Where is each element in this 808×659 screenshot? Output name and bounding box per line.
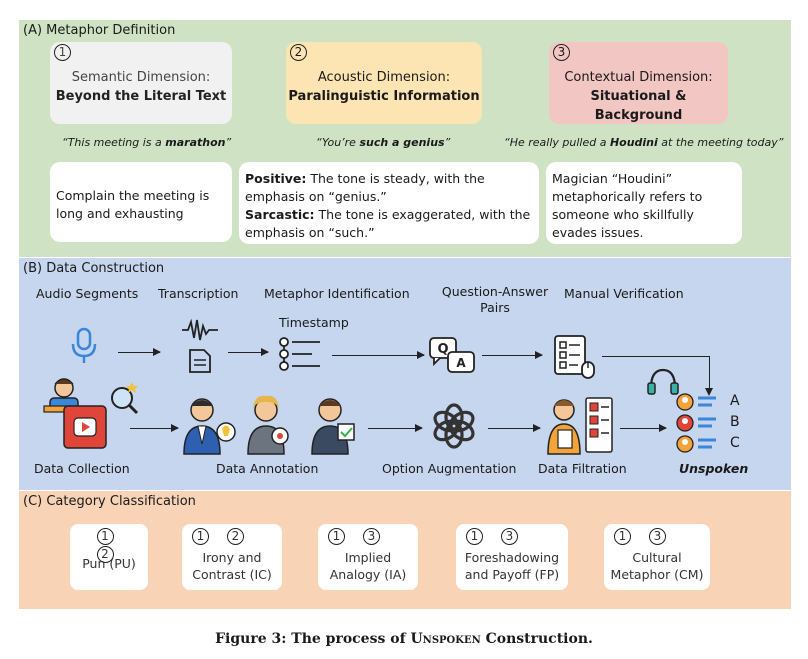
category-label-line2: Contrast (IC) [192, 567, 272, 582]
figure-caption: Figure 3: The process of Unspoken Constr… [215, 631, 593, 647]
label-data-collection: Data Collection [34, 461, 130, 476]
stage-transcription: Transcription [158, 286, 239, 301]
arrow [118, 348, 161, 356]
section-b-title: (B) Data Construction [23, 261, 165, 276]
label-data-annotation: Data Annotation [216, 461, 319, 476]
arrow [332, 351, 425, 359]
label-data-filtration: Data Filtration [538, 461, 627, 476]
option-c: C [730, 435, 740, 451]
circled-number: 1 [54, 44, 71, 61]
quote-contextual: “He really pulled a Houdini at the meeti… [504, 136, 784, 149]
circled-number: 3 [363, 528, 380, 545]
category-label-line2: and Payoff (FP) [464, 567, 560, 582]
circled-number: 1 [614, 528, 631, 545]
option-b: B [730, 414, 740, 430]
dimension-desc: Situational & Background [590, 89, 687, 123]
arrow [482, 351, 543, 359]
timestamp-label: Timestamp [279, 315, 349, 330]
section-a-title: (A) Metaphor Definition [23, 23, 176, 38]
stage-manual-verification: Manual Verification [564, 286, 684, 301]
circled-number: 2 [290, 44, 307, 61]
svg-text:Q: Q [437, 342, 448, 357]
dimension-name: Acoustic Dimension: [317, 70, 451, 85]
qa-bubbles-icon: Q A [429, 337, 475, 373]
circled-number: 3 [501, 528, 518, 545]
arrow [620, 424, 667, 432]
category-label-line1: Irony and [202, 550, 262, 565]
microphone-icon [71, 327, 97, 363]
arrow-head-down [705, 388, 713, 396]
contextual-dimension-box: 3 Contextual Dimension: Situational & Ba… [549, 42, 728, 124]
data-filtration-icon [547, 397, 613, 455]
stage-audio-segments: Audio Segments [36, 286, 139, 301]
label-unspoken: Unspoken [679, 461, 749, 476]
category-foreshadowing-payoff: 1 3 Foreshadowing and Payoff (FP) [456, 524, 568, 590]
circled-number: 2 [96, 546, 114, 563]
category-label-line2: Analogy (IA) [329, 567, 407, 582]
arrow [488, 424, 541, 432]
dimension-name: Semantic Dimension: [71, 70, 211, 85]
circled-number: 3 [649, 528, 666, 545]
section-data-construction: (B) Data Construction [19, 258, 791, 490]
section-c-title: (C) Category Classification [23, 494, 196, 509]
label-option-augmentation: Option Augmentation [382, 461, 517, 476]
option-a: A [730, 393, 740, 409]
checklist-icon [554, 335, 595, 379]
waveform-document-icon [182, 318, 218, 373]
data-annotation-icon [183, 395, 355, 455]
category-label: Pun (PU) [82, 556, 136, 571]
acoustic-explanation-card: Positive: The tone is steady, with the e… [239, 162, 539, 244]
ai-model-icon [433, 403, 475, 449]
dimension-desc: Beyond the Literal Text [55, 89, 227, 104]
semantic-dimension-box: 1 Semantic Dimension: Beyond the Literal… [50, 42, 232, 124]
category-label-line1: Foreshadowing [464, 550, 560, 565]
acoustic-dimension-box: 2 Acoustic Dimension: Paralinguistic Inf… [286, 42, 482, 124]
connector-line [709, 356, 710, 390]
stage-qa-pairs: Question-Answer Pairs [441, 284, 549, 315]
svg-text:A: A [456, 356, 466, 370]
circled-number: 1 [328, 528, 345, 545]
headphones-icon [647, 368, 679, 395]
timeline-icon [279, 337, 320, 371]
category-label-line1: Cultural [632, 550, 682, 565]
category-pun: 12 Pun (PU) [70, 524, 148, 590]
arrow [228, 348, 269, 356]
category-label-line1: Implied [344, 550, 392, 565]
arrow [130, 424, 179, 432]
circled-number: 2 [227, 528, 244, 545]
data-collection-icon [43, 378, 139, 449]
quote-acoustic: “You’re such a genius” [316, 136, 451, 149]
stage-metaphor-identification: Metaphor Identification [264, 286, 410, 301]
circled-number: 3 [553, 44, 570, 61]
semantic-explanation-card: Complain the meeting is long and exhaust… [50, 162, 232, 242]
category-label-line2: Metaphor (CM) [610, 567, 704, 582]
option-icons [676, 393, 716, 453]
dimension-desc: Paralinguistic Information [288, 89, 480, 104]
dimension-name: Contextual Dimension: [564, 70, 713, 85]
options-list: A B C [676, 392, 746, 456]
arrow [368, 424, 423, 432]
contextual-explanation-card: Magician “Houdini” metaphorically refers… [546, 162, 742, 244]
circled-number: 1 [96, 528, 114, 545]
circled-number: 1 [192, 528, 209, 545]
quote-semantic: “This meeting is a marathon” [62, 136, 232, 149]
connector-line [602, 356, 710, 357]
circled-number: 1 [466, 528, 483, 545]
